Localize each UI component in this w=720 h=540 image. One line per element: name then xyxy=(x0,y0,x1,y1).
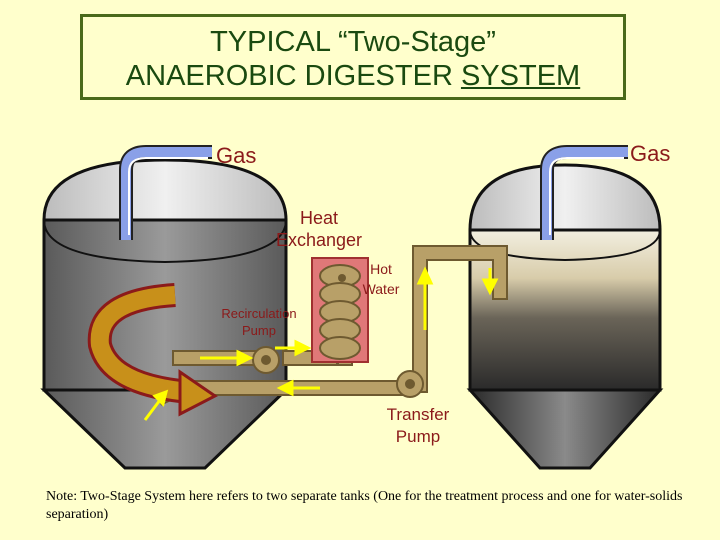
footnote: Note: Two-Stage System here refers to tw… xyxy=(46,489,683,522)
separation-tank-2 xyxy=(466,163,664,470)
title-line-2-underlined: SYSTEM xyxy=(460,60,581,92)
heat-exchanger-label: Heat Exchanger xyxy=(275,208,363,250)
digester-diagram xyxy=(40,145,664,470)
title-line-2-prefix: ANAEROBIC DIGESTER xyxy=(125,60,461,92)
title-box: TYPICAL “Two-Stage” ANAEROBIC DIGESTER S… xyxy=(80,14,626,100)
gas-pipe-left xyxy=(119,145,212,240)
hot-water-label: Hot Water xyxy=(362,261,400,297)
gas-label-right: Gas xyxy=(630,141,671,166)
recirculation-pump-label: Recirculation Pump xyxy=(221,306,297,338)
recirculation-pump xyxy=(252,346,280,374)
transfer-pump xyxy=(396,370,424,398)
title-line-2: ANAEROBIC DIGESTER SYSTEM xyxy=(83,61,623,91)
transfer-pump-label: Transfer Pump xyxy=(386,405,450,446)
recirculation-arrow xyxy=(87,283,218,417)
gas-label-left: Gas xyxy=(216,143,257,168)
flow-arrows xyxy=(143,266,499,421)
heat-exchanger xyxy=(311,257,369,363)
gas-pipe-right xyxy=(540,145,628,240)
title-line-1: TYPICAL “Two-Stage” xyxy=(210,26,496,58)
